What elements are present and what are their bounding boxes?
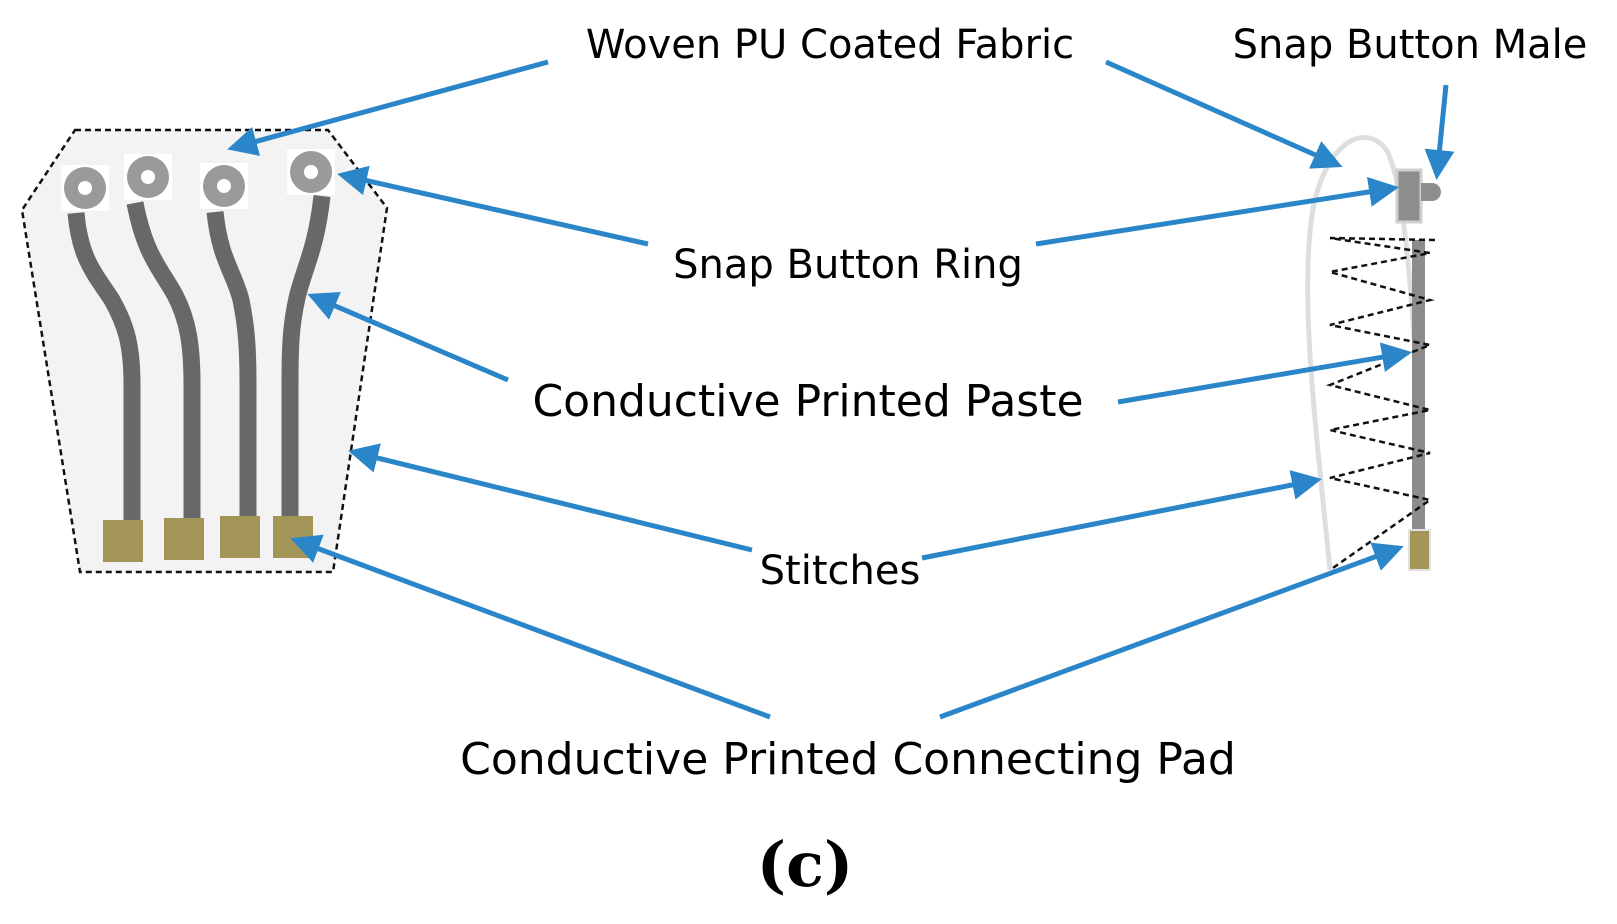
pad-4: [273, 516, 313, 558]
label-snap-button-male: Snap Button Male: [1233, 22, 1588, 68]
arrow-stitches-right: [921, 470, 1322, 561]
label-conductive-printed-connecting-pad: Conductive Printed Connecting Pad: [460, 734, 1236, 785]
arrow-fabric-right: [1104, 59, 1343, 169]
snap-ring-2: [124, 154, 172, 200]
pad-2: [164, 518, 204, 560]
arrow-snap-male: [1424, 84, 1455, 180]
arrow-paste-right: [1117, 342, 1412, 405]
figure-caption: (c): [757, 828, 853, 901]
trace-4: [281, 195, 331, 522]
side-conductive-paste: [1412, 240, 1425, 530]
arrow-stitches-left: [348, 443, 753, 553]
arrow-snap-ring-right: [1035, 177, 1399, 247]
pad-1: [103, 520, 143, 562]
arrows: [227, 59, 1455, 720]
pad-3: [220, 516, 260, 558]
arrow-fabric-left: [227, 59, 549, 156]
connecting-pads: [103, 516, 313, 562]
side-connecting-pad: [1408, 529, 1431, 571]
label-stitches: Stitches: [760, 548, 921, 594]
snap-ring-3: [200, 163, 248, 209]
trace-2: [126, 201, 201, 522]
snap-button-male: [1421, 183, 1441, 201]
snap-button-rings: [61, 149, 335, 211]
side-snap-ring: [1395, 168, 1423, 224]
front-view: [20, 128, 389, 574]
arrow-snap-ring-left: [337, 165, 649, 247]
arrow-paste-left: [307, 292, 509, 383]
label-woven-pu-coated-fabric: Woven PU Coated Fabric: [586, 22, 1074, 68]
label-snap-button-ring: Snap Button Ring: [673, 242, 1023, 288]
snap-ring-1: [61, 165, 109, 211]
trace-1: [67, 212, 141, 522]
arrow-pad-left: [290, 534, 771, 720]
snap-ring-4: [287, 149, 335, 195]
conductive-traces: [67, 195, 331, 522]
label-conductive-printed-paste: Conductive Printed Paste: [532, 376, 1083, 427]
labels: Woven PU Coated Fabric Snap Button Male …: [460, 22, 1587, 901]
trace-3: [206, 211, 257, 522]
arrow-pad-right: [939, 542, 1404, 720]
side-view: [1305, 135, 1441, 572]
